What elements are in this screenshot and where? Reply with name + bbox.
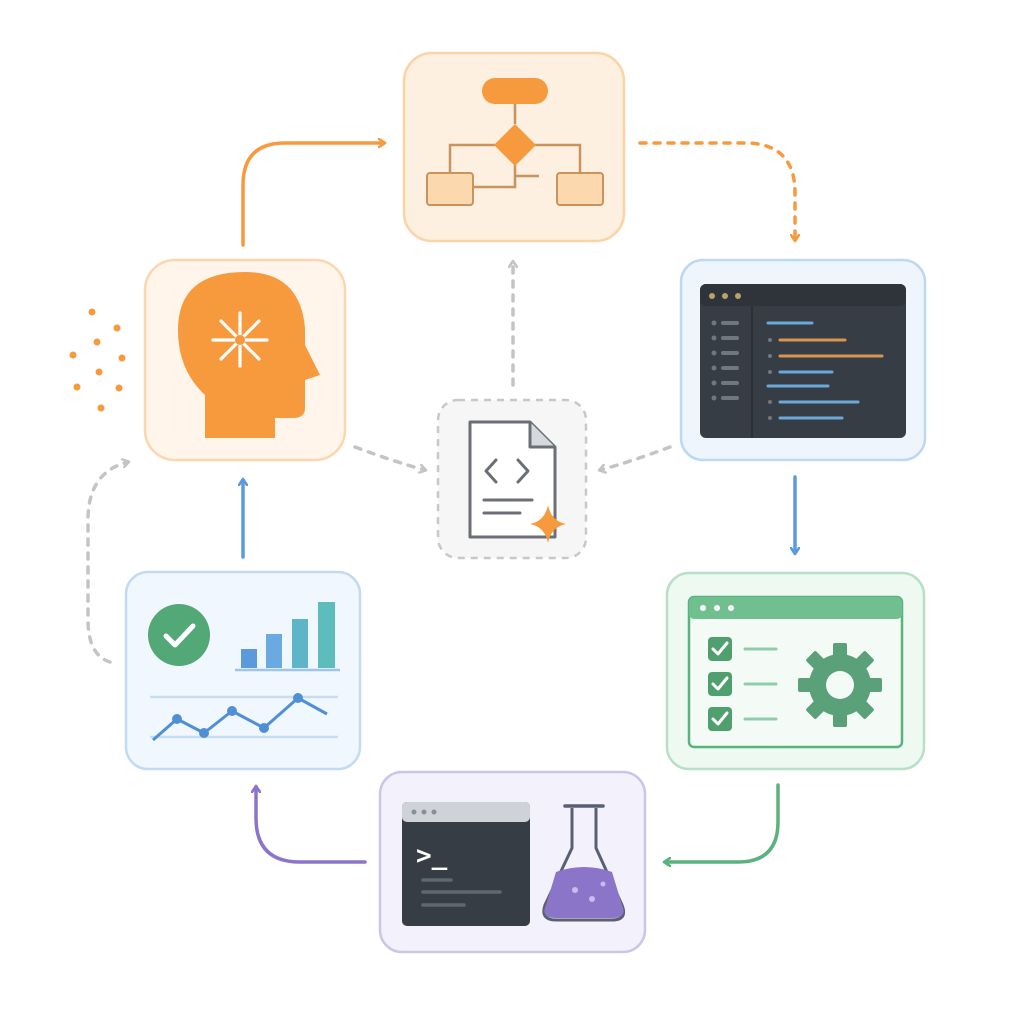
flask-icon — [542, 804, 626, 922]
node-evaluation[interactable] — [124, 570, 362, 771]
arrow-testing-to-experimentation — [665, 783, 780, 862]
arrow-evaluation-loop-back — [86, 462, 128, 664]
node-planning[interactable] — [402, 51, 626, 243]
code-editor-icon — [700, 284, 906, 438]
metrics-dashboard-icon — [148, 602, 340, 742]
arrow-ideation-to-center — [353, 445, 425, 470]
node-ideation[interactable] — [143, 258, 347, 462]
checkbox-list — [708, 637, 778, 731]
test-checklist-gear-icon — [687, 595, 904, 749]
arrow-planning-to-coding — [638, 141, 795, 240]
sparkle-icon — [530, 505, 566, 543]
connectors — [86, 141, 795, 864]
node-experimentation[interactable]: >_ — [378, 770, 647, 954]
check-circle-icon — [148, 604, 210, 666]
terminal-window-icon: >_ — [402, 802, 530, 926]
node-center-document[interactable] — [436, 398, 588, 560]
arrow-ideation-to-planning — [241, 143, 384, 247]
sparkle-dots — [69, 308, 126, 412]
head-with-spark-icon — [178, 272, 320, 438]
terminal-prompt: >_ — [416, 841, 448, 871]
gear-icon — [798, 643, 882, 727]
node-coding[interactable] — [679, 258, 927, 462]
code-document-sparkle-icon — [468, 420, 566, 543]
bar-chart-icon — [235, 602, 340, 672]
flowchart-icon — [426, 78, 604, 206]
arrow-experimentation-to-evaluation — [256, 787, 367, 864]
line-chart-icon — [152, 693, 328, 742]
node-testing[interactable] — [665, 571, 926, 771]
arrow-coding-to-center — [600, 445, 672, 470]
